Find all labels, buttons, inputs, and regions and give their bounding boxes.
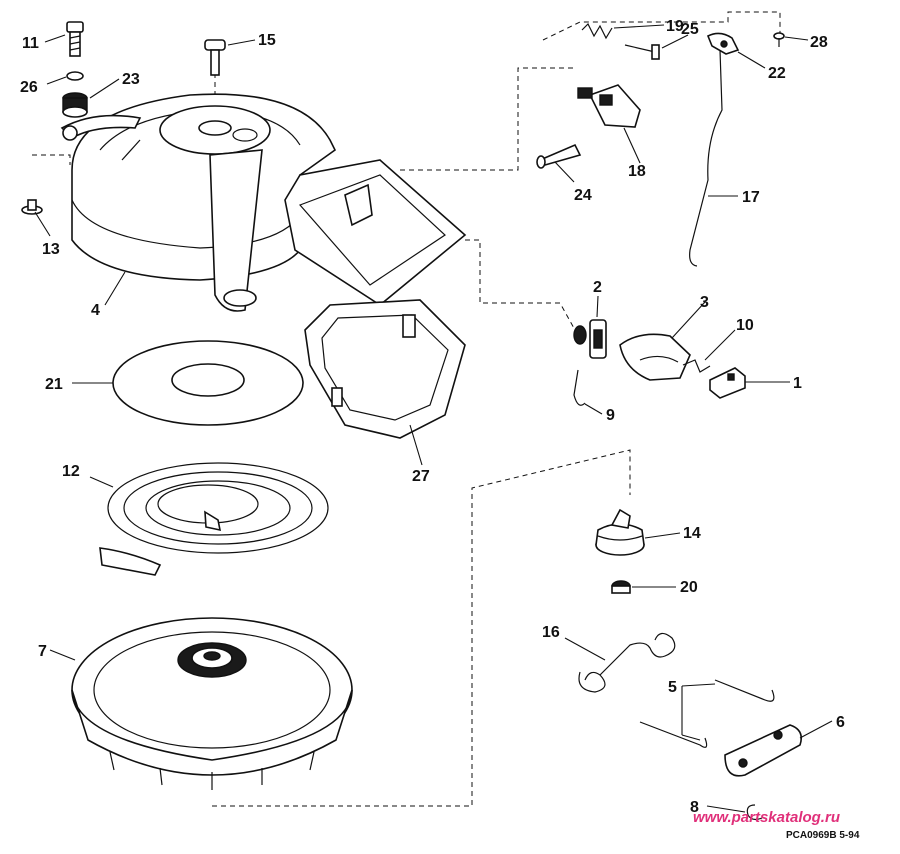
screw-15	[204, 39, 226, 76]
callout-20: 20	[680, 579, 698, 596]
starter-housing	[60, 93, 467, 312]
callout-6: 6	[836, 714, 845, 731]
callout-18: 18	[628, 163, 646, 180]
rewind-spring	[99, 462, 329, 576]
callout-labels: 11 26 23 15 13 4 21 12 7 27 19 25 22 28 …	[20, 18, 845, 816]
callout-21: 21	[45, 376, 63, 393]
spring-19	[581, 22, 613, 40]
callout-9: 9	[606, 407, 615, 424]
callout-14: 14	[683, 525, 701, 542]
knob-2	[573, 319, 607, 359]
callout-7: 7	[38, 643, 47, 660]
interlock-lever-18	[577, 84, 641, 128]
callout-3: 3	[700, 294, 709, 311]
pin-24	[536, 143, 582, 169]
pawl-6	[724, 724, 803, 777]
callout-13: 13	[42, 241, 60, 258]
callout-15: 15	[258, 32, 276, 49]
nut-20	[611, 580, 631, 594]
washer-plate	[112, 340, 304, 426]
callout-2: 2	[593, 279, 602, 296]
callout-12: 12	[62, 463, 80, 480]
cap-14	[595, 508, 645, 556]
clip-22	[706, 32, 740, 55]
callout-16: 16	[542, 624, 560, 641]
rope-guard-frame	[304, 299, 466, 439]
springs-5	[639, 679, 775, 748]
callout-25: 25	[681, 21, 699, 38]
link-rod-17	[689, 49, 723, 267]
screw-11	[66, 21, 84, 57]
callout-26: 26	[20, 79, 38, 96]
callout-23: 23	[122, 71, 140, 88]
block-1	[709, 367, 746, 399]
callout-5: 5	[668, 679, 677, 696]
rivet-13	[21, 199, 43, 215]
spring-10	[682, 359, 711, 373]
watermark: www.partskatalog.ru	[693, 809, 840, 826]
pin-25	[624, 44, 660, 60]
drawing-code: PCA0969B 5-94	[786, 830, 860, 841]
callout-17: 17	[742, 189, 760, 206]
screw-28	[773, 32, 785, 47]
leader-lines	[34, 24, 833, 813]
callout-28: 28	[810, 34, 828, 51]
clip-8	[746, 804, 763, 821]
cam-3	[619, 333, 691, 381]
spring-wire-16	[578, 632, 676, 693]
lock-washer-26	[66, 71, 84, 81]
callout-11: 11	[22, 35, 39, 52]
callout-8: 8	[690, 799, 699, 816]
callout-19: 19	[666, 18, 684, 35]
callout-1: 1	[793, 375, 802, 392]
rope-pulley	[71, 617, 353, 790]
pin-9	[573, 369, 586, 406]
callout-10: 10	[736, 317, 754, 334]
callout-24: 24	[574, 187, 592, 204]
callout-4: 4	[91, 302, 100, 319]
callout-27: 27	[412, 468, 430, 485]
bushing-23	[62, 92, 88, 118]
callout-22: 22	[768, 65, 786, 82]
